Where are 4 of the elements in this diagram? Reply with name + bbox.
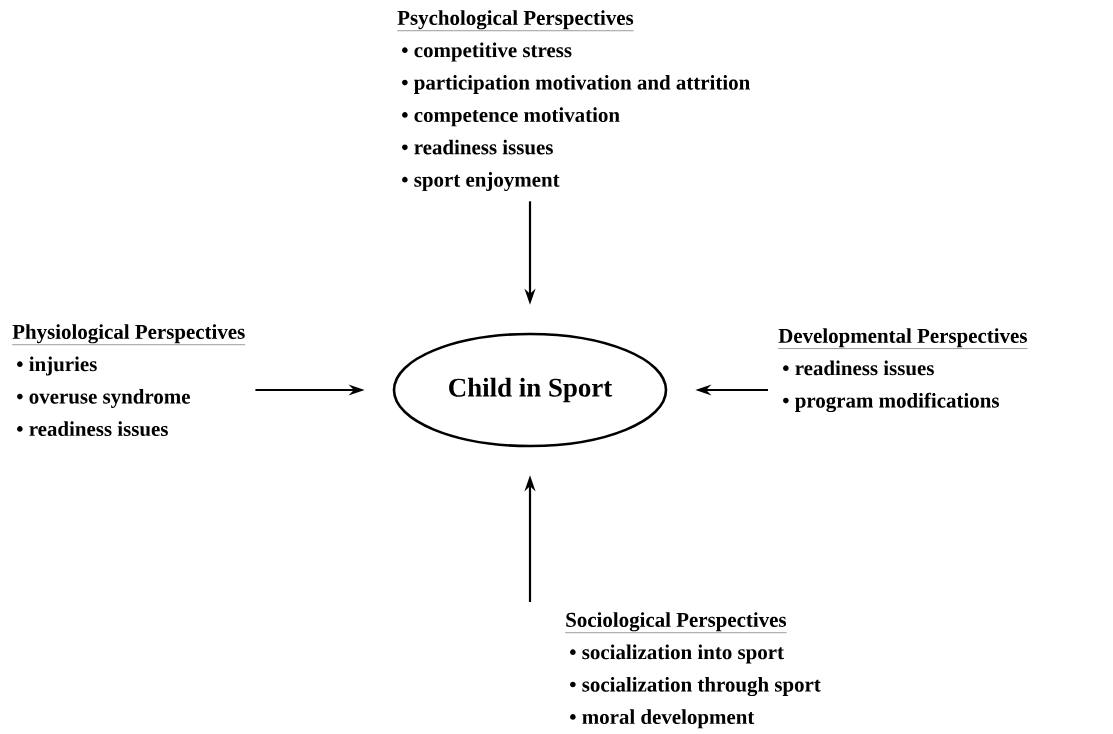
perspective-list: Psychological Perspectives • competitive stress • participation motivation and attrition • competence motivation • readiness issues • sport enjoyment [397,10,750,192]
perspective-list: Sociological Perspectives • socialization into sport • socialization through sport • moral development [565,612,821,729]
perspective-list: Physiological Perspectives • injuries • overuse syndrome • readiness issues [12,324,246,437]
perspective-list: Developmental Perspectives • readiness issues • program modifications [778,328,1028,413]
